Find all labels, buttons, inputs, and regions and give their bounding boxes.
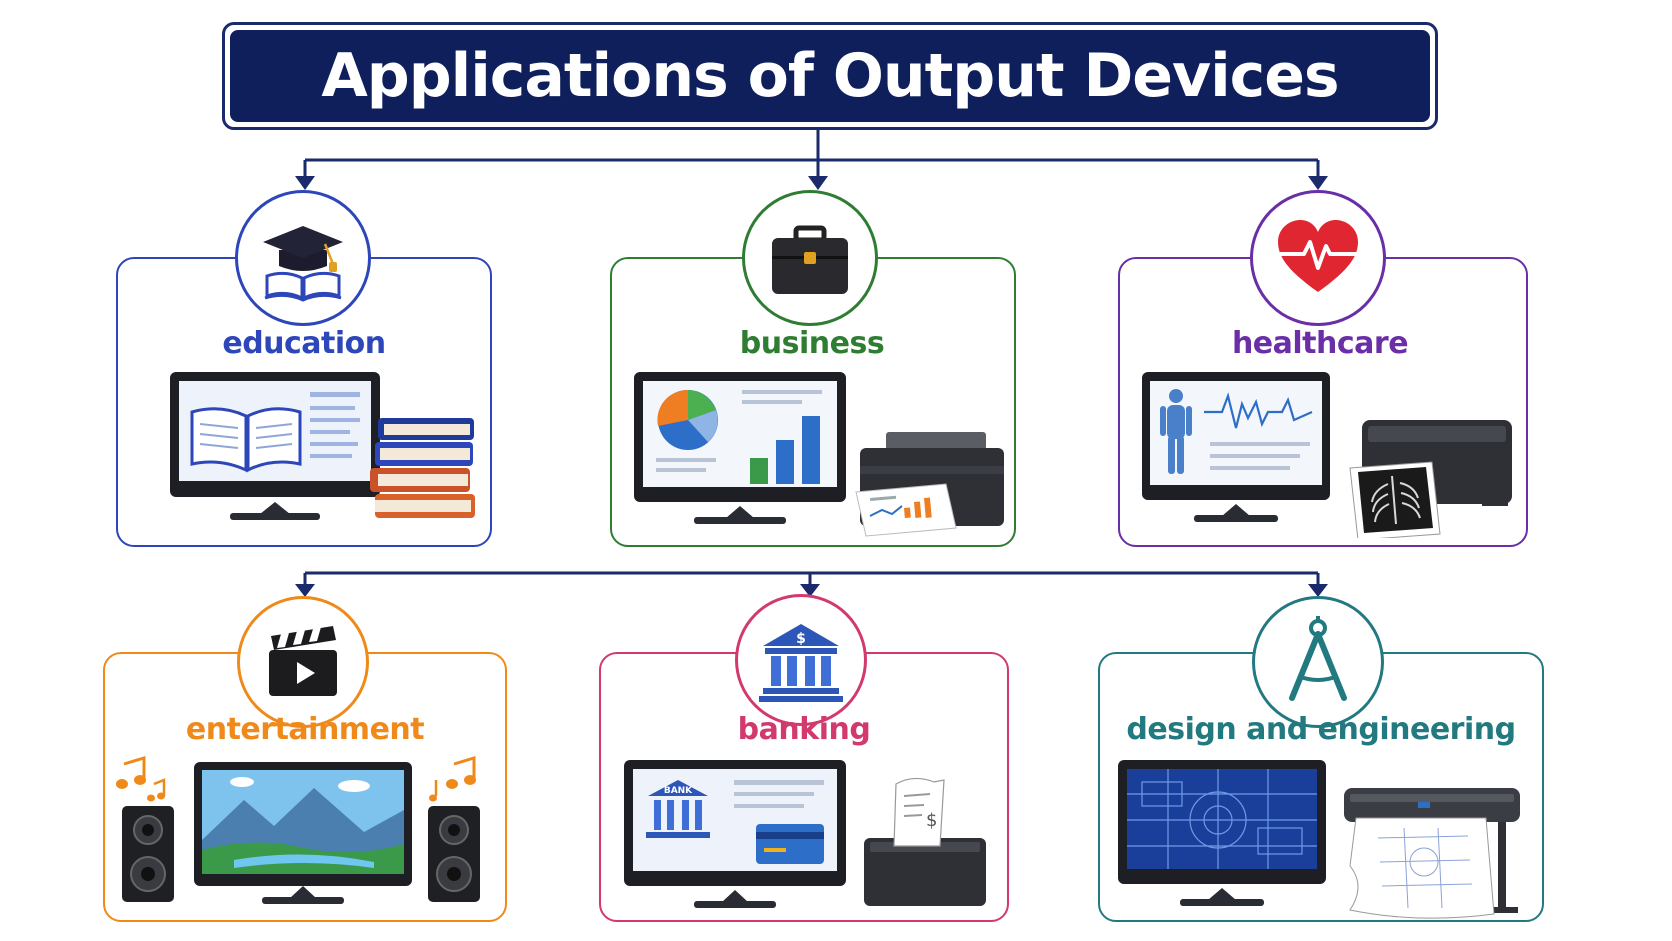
label-entertainment: entertainment [185, 712, 425, 747]
arrow-head-business [808, 176, 828, 190]
svg-text:$: $ [796, 631, 806, 647]
icon-circle-banking: $ [735, 594, 867, 726]
graduation-cap-book-icon [263, 226, 343, 302]
drafting-compass-icon [1289, 616, 1347, 701]
icon-circle-entertainment [237, 596, 369, 728]
icon-circle-healthcare [1250, 190, 1386, 326]
illustration-business [634, 372, 1004, 537]
bank-sign-text: BANK [664, 786, 693, 796]
arrow-head-education [295, 176, 315, 190]
illustration-design [1118, 760, 1520, 919]
illustration-healthcare [1142, 372, 1512, 538]
label-business: business [739, 326, 885, 361]
bank-building-icon: $ [759, 624, 843, 702]
music-note-icon [116, 755, 476, 802]
icon-circle-business [742, 190, 878, 326]
clapperboard-icon [269, 626, 337, 696]
icon-circle-education [235, 190, 371, 326]
label-education: education [222, 326, 386, 361]
illustration-entertainment [116, 755, 480, 904]
heart-pulse-icon [1278, 220, 1358, 292]
illustration-banking: BANK $ [624, 760, 986, 908]
illustration-education [170, 372, 475, 520]
label-healthcare: healthcare [1231, 326, 1409, 361]
label-design: design and engineering [1126, 712, 1516, 747]
title-banner: Applications of Output Devices [222, 22, 1438, 130]
icon-circle-design [1252, 596, 1384, 728]
briefcase-icon [772, 225, 848, 294]
label-banking: banking [737, 712, 871, 747]
svg-text:$: $ [926, 810, 937, 831]
arrow-head-healthcare [1308, 176, 1328, 190]
page-title: Applications of Output Devices [321, 41, 1339, 111]
title-banner-inner: Applications of Output Devices [230, 30, 1430, 122]
